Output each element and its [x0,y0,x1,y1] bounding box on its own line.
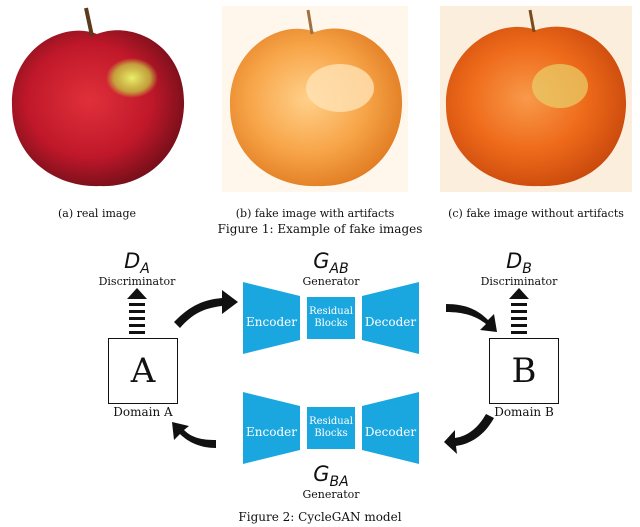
fake-apple-without-artifacts-image [440,6,632,192]
flow-arrow-gba-to-a [172,422,216,448]
caption-b: (b) fake image with artifacts [235,207,395,220]
fake-apple-with-artifacts-image [222,6,408,192]
generator-ba-symbol: GBA [313,462,349,491]
flow-arrow-a-to-gab [174,290,238,328]
generator-ab-label: Generator [302,275,360,288]
generator-ab-symbol: GAB [313,249,349,278]
encoder-label-top: Encoder [246,315,297,329]
domain-a-box: A [108,338,178,404]
residual-block-bottom [307,407,355,449]
residual-block-top [307,297,355,339]
encoder-block-bottom [243,392,300,464]
caption-a: (a) real image [57,207,137,220]
discriminator-b-arrow [509,288,529,334]
flow-arrow-gab-to-b [446,304,497,332]
cyclegan-diagram [127,282,529,464]
figure1-title: Figure 1: Example of fake images [217,222,423,236]
encoder-label-bottom: Encoder [246,425,297,439]
domain-a-label: Domain A [113,405,173,419]
generator-ba-label: Generator [302,488,360,501]
decoder-block-top [362,282,419,354]
discriminator-a-arrow [127,288,147,334]
encoder-block-top [243,282,300,354]
discriminator-a-label: Discriminator [98,275,176,288]
decoder-label-top: Decoder [364,315,417,329]
discriminator-b-symbol: DB [506,249,532,278]
flow-arrow-b-to-gba [444,414,494,454]
discriminator-a-symbol: DA [124,249,150,278]
domain-b-box: B [489,338,559,404]
domain-b-label: Domain B [494,405,554,419]
discriminator-b-label: Discriminator [480,275,558,288]
decoder-label-bottom: Decoder [364,425,417,439]
caption-c: (c) fake image without artifacts [448,207,624,220]
real-apple-image [11,7,185,187]
figure2-title: Figure 2: CycleGAN model [238,510,402,524]
decoder-block-bottom [362,392,419,464]
